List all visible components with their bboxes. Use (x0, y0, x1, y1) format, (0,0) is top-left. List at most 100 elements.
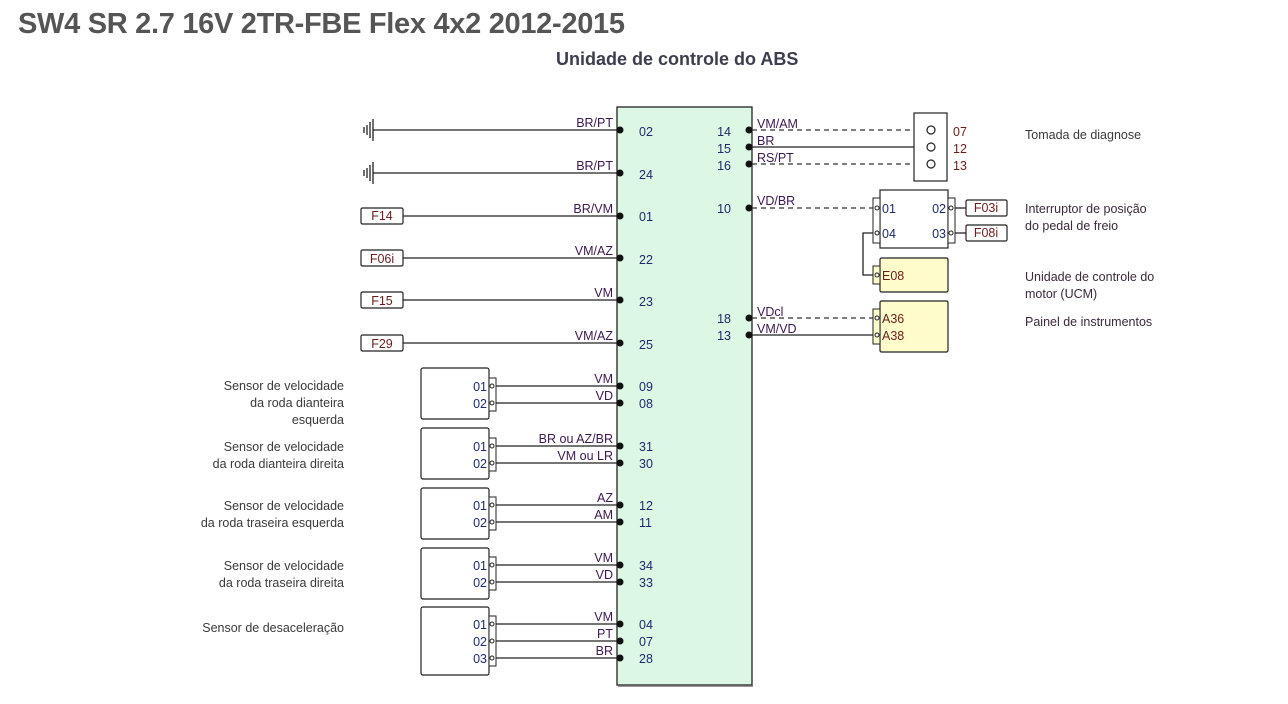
switch-pin-number: 02 (932, 202, 946, 216)
sensor-label-line: esquerda (292, 413, 344, 427)
sensor-connection-row: 03 BR 28 (473, 644, 653, 666)
sensor-connection-row: 02 AM 11 (473, 508, 652, 530)
wire-color-label: VM (594, 610, 613, 624)
instrument-panel-box[interactable] (879, 300, 949, 353)
wire-color-label: VM (594, 551, 613, 565)
ecu-pin-number: 10 (717, 202, 731, 216)
ecu-pin-number: 11 (639, 516, 652, 530)
engine-ecu-pin: E08 (882, 269, 904, 283)
socket-pin-icon (926, 125, 936, 135)
brake-pedal-switch[interactable]: 01 04 02 03 F03i F08i (872, 189, 1008, 249)
sensor-label-line: Sensor de velocidade (224, 499, 344, 513)
terminal-icon (874, 205, 880, 211)
diagnostic-socket[interactable]: 07 12 13 (913, 112, 967, 182)
terminal-icon (489, 443, 495, 449)
ecu-pin-number: 14 (717, 125, 731, 139)
terminal-icon (874, 315, 880, 321)
terminal-icon (489, 400, 495, 406)
instrument-panel-pin: A38 (882, 329, 904, 343)
terminal-icon (489, 638, 495, 644)
wire-color-label: BR/VM (573, 202, 613, 216)
sensor-connection-row: 02 VD 33 (473, 568, 653, 590)
ecu-right-pin-row: 13 VM/VD (717, 322, 873, 343)
instrument-panel-module[interactable]: A36 A38 (872, 300, 949, 353)
connector-housing (947, 197, 956, 244)
ground-icon (363, 162, 374, 184)
connector-housing (488, 496, 497, 531)
wire-color-label: VM/AZ (575, 244, 614, 258)
wire-color-label: VD (596, 389, 613, 403)
pin-dot (745, 314, 753, 322)
sensor-box[interactable] (420, 547, 490, 600)
wire-color-label: VM (594, 372, 613, 386)
ground-row: BR/PT 02 (363, 116, 653, 141)
ecu-right-pin-row: 16 RS/PT (717, 151, 914, 173)
wire-color-label: BR (596, 644, 613, 658)
fuse-label: F03i (974, 201, 998, 215)
ecu-pin-number: 34 (639, 559, 653, 573)
wire-color-label: AM (594, 508, 613, 522)
sensor-label-line: Sensor de velocidade (224, 379, 344, 393)
sensor-pin-number: 02 (473, 576, 487, 590)
sensor-label-line: Sensor de velocidade (224, 440, 344, 454)
ecu-right-pin-row: 10 VD/BR (717, 194, 873, 216)
wire (862, 232, 873, 276)
fuse-box[interactable] (965, 199, 1008, 217)
pin-dot (616, 169, 624, 177)
brake-switch-box[interactable] (879, 189, 949, 249)
brake-switch-label-line: Interruptor de posição (1025, 202, 1147, 216)
ecu-right-pin-row: 15 BR (717, 134, 914, 156)
instrument-panel-pin: A36 (882, 312, 904, 326)
ecu-pin-number: 28 (639, 652, 653, 666)
sensor-pin-number: 01 (473, 559, 487, 573)
sensor-label-line: Sensor de desaceleração (202, 621, 344, 635)
engine-ecu-label-line: Unidade de controle do (1025, 270, 1154, 284)
diagnostic-socket-box[interactable] (913, 112, 948, 182)
sensors-group: Sensor de velocidade da roda dianteira esq… (201, 367, 653, 676)
wire-color-label: VM/VD (757, 322, 797, 336)
pin-dot (616, 339, 624, 347)
terminal-icon (489, 621, 495, 627)
sensor-pin-number: 03 (473, 652, 487, 666)
connector-housing (488, 377, 497, 412)
socket-pin-icon (926, 159, 936, 169)
fuse-row: F06i VM/AZ 22 (360, 244, 653, 267)
terminal-icon (874, 230, 880, 236)
sensor-label-line: da roda dianteira direita (213, 457, 344, 471)
ecu-pin-number: 16 (717, 159, 731, 173)
terminal-icon (874, 272, 880, 278)
fuse-row: F15 VM 23 (360, 286, 653, 309)
terminal-icon (489, 562, 495, 568)
socket-pin-number: 07 (953, 125, 967, 139)
ecu-pin-number: 18 (717, 312, 731, 326)
engine-ecu-module[interactable]: E08 (872, 257, 949, 293)
connector-housing (872, 308, 881, 345)
ecu-pin-number: 01 (639, 210, 653, 224)
sensor-box[interactable] (420, 487, 490, 540)
ecu-pin-number: 23 (639, 295, 653, 309)
fuse-box[interactable] (965, 224, 1008, 242)
sensor-block: Sensor de velocidade da roda dianteira esq… (224, 367, 653, 427)
terminal-icon (489, 383, 495, 389)
wire-color-label: VD (596, 568, 613, 582)
sensor-label-line: da roda dianteira (250, 396, 344, 410)
wire-color-label: AZ (597, 491, 613, 505)
pin-dot (616, 637, 624, 645)
sensor-pin-number: 02 (473, 516, 487, 530)
connector-housing (488, 556, 497, 591)
terminal-icon (489, 519, 495, 525)
brake-switch-label-line: do pedal de freio (1025, 219, 1118, 233)
ecu-pin-number: 33 (639, 576, 653, 590)
ecu-right-pin-row: 14 VM/AM (717, 117, 914, 139)
pin-dot (616, 578, 624, 586)
ecu-pin-number: 04 (639, 618, 653, 632)
